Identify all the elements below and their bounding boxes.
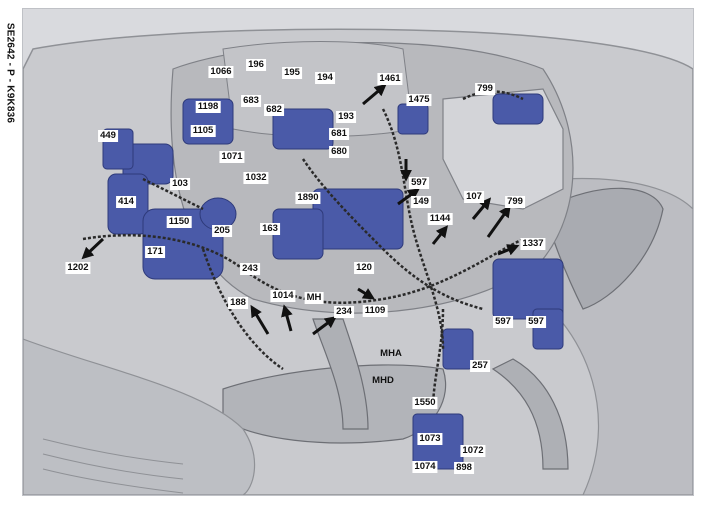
callout-label-597-lower-right: 597 (526, 316, 546, 328)
callout-label-193: 193 (336, 111, 356, 123)
callout-label-1475: 1475 (406, 94, 432, 106)
callout-label-MHA: MHA (380, 348, 402, 359)
callout-label-1337: 1337 (520, 238, 546, 250)
callout-label-195: 195 (282, 67, 302, 79)
callout-label-898: 898 (454, 462, 474, 474)
callout-label-1072: 1072 (460, 445, 486, 457)
callout-label-243: 243 (240, 263, 260, 275)
callout-label-196: 196 (246, 59, 266, 71)
intake-pipes (312, 318, 569, 470)
bumper-front (23, 338, 256, 495)
headlight-left (222, 364, 447, 444)
callout-label-1198: 1198 (195, 101, 221, 113)
front-grille (42, 438, 184, 494)
callout-label-1066: 1066 (208, 66, 234, 78)
document-code: SE2642 - P - K9K836 (2, 8, 18, 138)
callout-label-597-lower-left: 597 (493, 316, 513, 328)
callout-label-1202: 1202 (65, 262, 91, 274)
callout-label-1014: 1014 (270, 290, 296, 302)
callout-label-194: 194 (315, 72, 335, 84)
callout-label-205: 205 (212, 225, 232, 237)
callout-label-163: 163 (260, 223, 280, 235)
callout-label-1073: 1073 (417, 433, 443, 445)
callout-label-1150: 1150 (166, 216, 192, 228)
callout-label-1071: 1071 (219, 151, 245, 163)
document-code-text: SE2642 - P - K9K836 (4, 22, 16, 124)
callout-label-1550: 1550 (412, 397, 438, 409)
headlight-right (542, 187, 664, 310)
blue-components (102, 93, 564, 470)
callout-label-234: 234 (334, 306, 354, 318)
callout-label-1109: 1109 (362, 305, 388, 317)
callout-label-1105: 1105 (190, 125, 216, 137)
callout-label-680: 680 (329, 146, 349, 158)
callout-label-414: 414 (116, 196, 136, 208)
callout-label-257: 257 (470, 360, 490, 372)
callout-label-1890: 1890 (295, 192, 321, 204)
callout-label-597-upper: 597 (409, 177, 429, 189)
callout-label-103: 103 (170, 178, 190, 190)
callout-label-120: 120 (354, 262, 374, 274)
callout-label-171: 171 (145, 246, 165, 258)
callout-label-799-top: 799 (475, 83, 495, 95)
callout-label-1032: 1032 (243, 172, 269, 184)
engine-bay-illustration (23, 28, 693, 495)
callout-label-1074: 1074 (412, 461, 438, 473)
callout-label-MH: MH (304, 292, 324, 304)
diagram-frame (22, 8, 694, 496)
callout-label-682: 682 (264, 104, 284, 116)
callout-label-149: 149 (411, 196, 431, 208)
callout-label-1144: 1144 (427, 213, 453, 225)
callout-label-107: 107 (464, 191, 484, 203)
callout-label-681: 681 (329, 128, 349, 140)
callout-label-683: 683 (241, 95, 261, 107)
callout-label-MHD: MHD (372, 375, 394, 386)
callout-label-449: 449 (98, 130, 118, 142)
callout-label-799-right: 799 (505, 196, 525, 208)
callout-label-188: 188 (228, 297, 248, 309)
callout-label-1461: 1461 (377, 73, 403, 85)
callout-arrows (81, 83, 520, 336)
